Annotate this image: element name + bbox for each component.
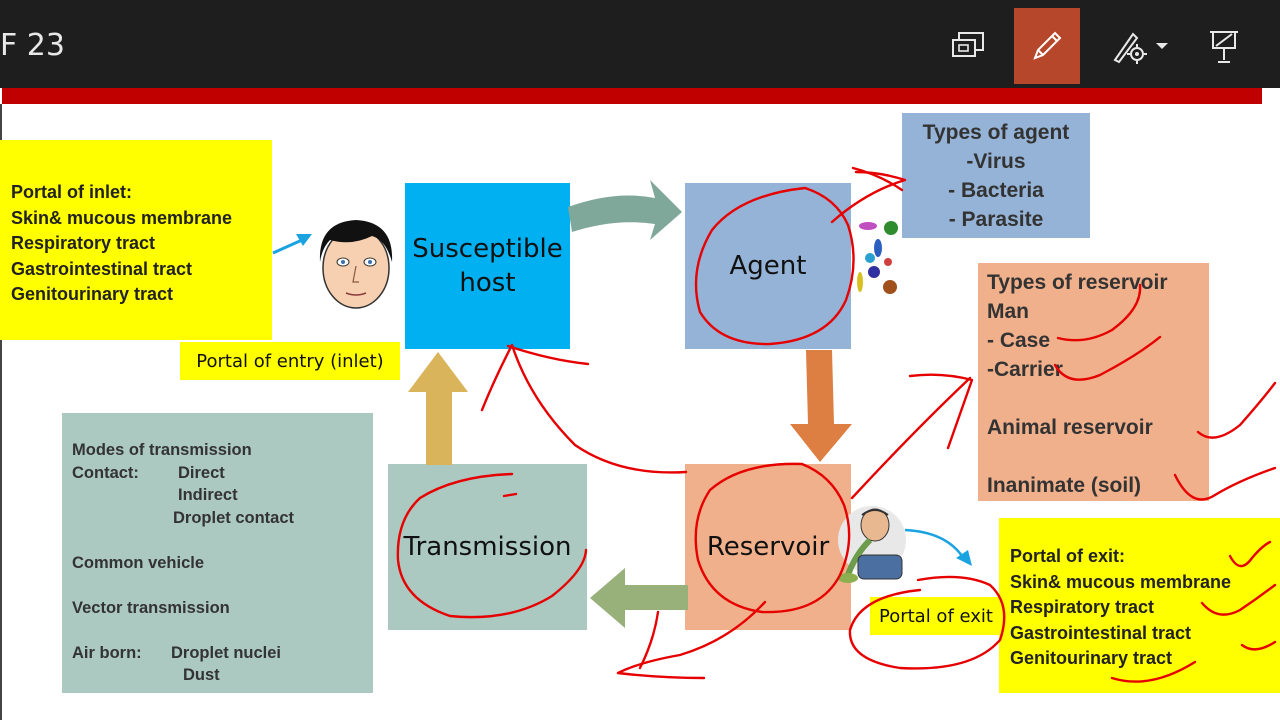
reservoir-box: Reservoir	[685, 464, 851, 630]
portal-of-exit-label: Portal of exit	[870, 597, 1002, 635]
present-screen-icon	[952, 32, 984, 57]
indirect-label: Indirect	[178, 486, 238, 504]
arrow-transmission-to-host	[408, 352, 468, 465]
susceptible-host-box: Susceptible host	[405, 183, 570, 349]
agent-label: Agent	[729, 251, 807, 281]
inlet-title: Portal of inlet:	[11, 182, 132, 202]
laser-pointer-button[interactable]	[1102, 8, 1178, 84]
blue-arrow-exit	[904, 528, 972, 566]
reservoir-types-line: Types of reservoir	[987, 271, 1168, 294]
types-of-reservoir-box: Types of reservoir Man - Case -Carrier A…	[978, 263, 1209, 501]
inlet-item: Gastrointestinal tract	[11, 258, 193, 279]
pointer-options-button[interactable]	[1196, 8, 1252, 84]
exit-title: Portal of exit:	[1010, 546, 1126, 566]
exit-item: Respiratory tract	[1010, 597, 1155, 617]
arrow-agent-to-reservoir	[790, 350, 852, 462]
agent-type-item: - Parasite	[948, 208, 1044, 231]
inlet-item: Respiratory tract	[11, 233, 156, 253]
agent-types-title: Types of agent	[922, 121, 1070, 144]
exit-item: Skin& mucous membrane	[1010, 571, 1232, 592]
pen-tool-button[interactable]	[1014, 8, 1080, 84]
slide-left-edge	[0, 104, 2, 720]
reservoir-types-line: Inanimate (soil)	[987, 474, 1142, 497]
reservoir-types-line	[987, 384, 1209, 413]
inlet-item: Skin& mucous membrane	[11, 207, 233, 228]
agent-box: Agent	[685, 183, 851, 349]
portal-of-inlet-box: Portal of inlet: Skin& mucous membrane R…	[0, 140, 272, 340]
laser-pointer-icon	[1113, 32, 1147, 64]
reservoir-label: Reservoir	[706, 532, 830, 562]
common-vehicle-label: Common vehicle	[72, 553, 205, 572]
air-born-label: Air born:	[72, 643, 142, 662]
arrow-host-to-agent	[568, 180, 682, 240]
host-label-line2: host	[459, 268, 516, 298]
chevron-down-icon	[1156, 43, 1168, 49]
reservoir-types-line: -Carrier	[987, 358, 1063, 381]
modes-of-transmission-box: Modes of transmission Contact: Direct Ind…	[62, 413, 373, 693]
exit-item: Gastrointestinal tract	[1010, 622, 1192, 643]
slide-title-bar	[2, 88, 1262, 104]
slide-counter: F 23	[0, 28, 65, 63]
vector-transmission-label: Vector transmission	[72, 598, 230, 617]
blue-arrow-inlet	[272, 234, 312, 255]
pen-icon	[1033, 31, 1062, 60]
transmission-box: Transmission	[388, 464, 587, 630]
inlet-item: Genitourinary tract	[11, 284, 174, 304]
reservoir-types-line	[987, 442, 1209, 471]
reservoir-types-line: Man	[987, 300, 1029, 323]
germs-icon	[857, 221, 898, 294]
contact-label: Contact:	[72, 463, 139, 482]
presenter-toolbar: F 23	[0, 0, 1280, 88]
droplet-nuclei-label: Droplet nuclei	[171, 643, 282, 662]
person-face-icon	[319, 220, 393, 309]
exit-item: Genitourinary tract	[1010, 648, 1173, 668]
transmission-label: Transmission	[403, 532, 572, 562]
modes-title: Modes of transmission	[72, 441, 252, 459]
droplet-contact-label: Droplet contact	[173, 508, 295, 527]
direct-label: Direct	[178, 463, 225, 482]
agent-type-item: - Bacteria	[948, 179, 1044, 202]
dust-label: Dust	[183, 666, 220, 684]
host-label-line1: Susceptible	[412, 234, 563, 264]
pointer-options-icon	[1210, 31, 1238, 63]
agent-type-item: -Virus	[966, 150, 1026, 173]
present-screen-button[interactable]	[940, 8, 996, 84]
reservoir-types-line: Animal reservoir	[987, 416, 1153, 439]
portal-of-entry-label: Portal of entry (inlet)	[180, 342, 400, 380]
portal-of-exit-box: Portal of exit: Skin& mucous membrane Re…	[999, 518, 1280, 693]
reservoir-types-line: - Case	[987, 329, 1051, 352]
types-of-agent-box: Types of agent -Virus - Bacteria - Paras…	[902, 113, 1090, 238]
arrow-reservoir-to-transmission	[590, 568, 688, 628]
